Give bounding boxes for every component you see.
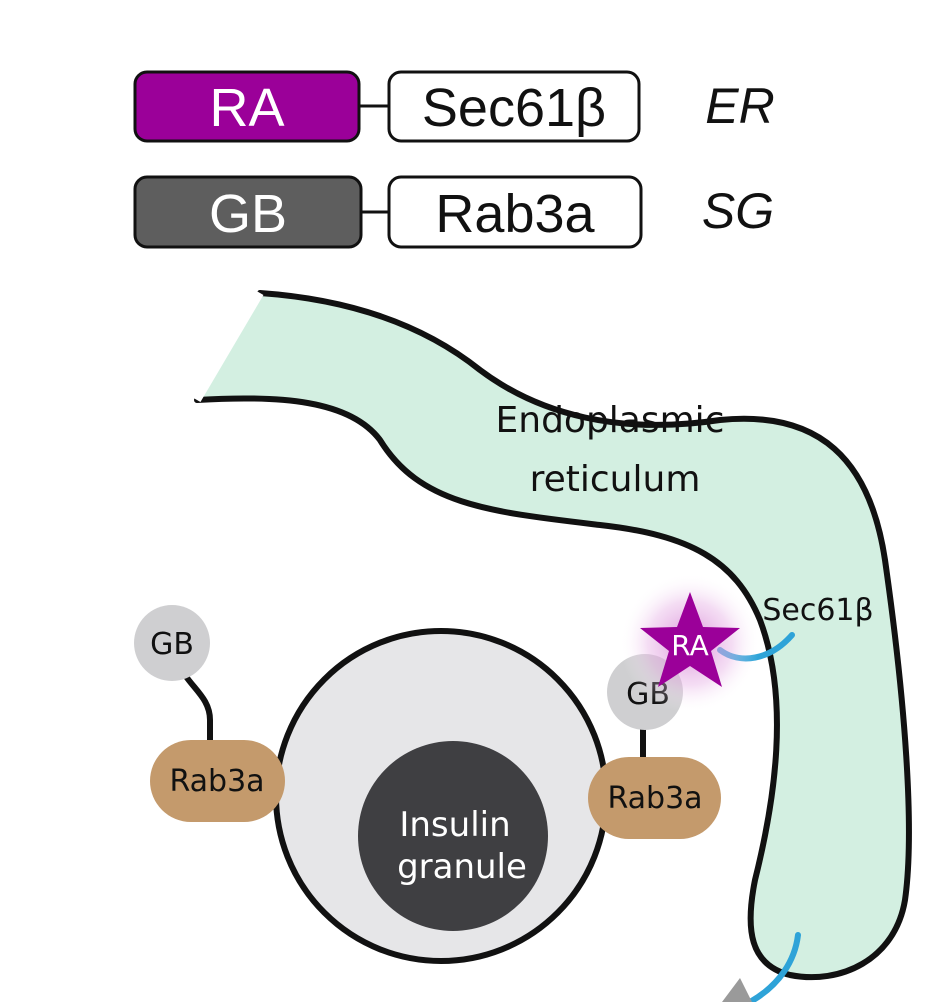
er-open-end [193,290,264,403]
gb-tag-label: GB [209,184,287,244]
sec61-protein-label: Sec61β [422,78,606,138]
left-rab3a-pill [150,740,285,822]
left-rab3a-label: Rab3a [169,764,264,799]
granule-core [358,741,548,931]
er-location-label: ER [705,78,774,134]
er-fill [197,293,909,978]
granule-label-line1: Insulin [399,805,510,845]
granule-label-line2: granule [397,847,527,887]
left-linker [182,672,213,748]
sec61-label: Sec61β [762,593,873,628]
ra-tag-label: RA [209,78,284,138]
left-rab3a-complex: GB Rab3a [134,605,285,822]
left-gb-ball [134,605,210,681]
right-rab3a-pill [588,757,721,839]
rab3a-protein-label: Rab3a [435,184,595,244]
legend: RA Sec61β ER GB Rab3a SG [133,70,775,249]
sec61-protein-box [387,70,641,143]
partial-gray-marker [722,978,752,1002]
ra-star-label: RA [671,629,708,662]
er-label-line1: Endoplasmic [496,400,725,441]
er-label-line2: reticulum [530,459,701,500]
ra-star-complex: RA [620,573,760,713]
rab3a-protein-box [387,175,643,249]
left-gb-label: GB [150,627,194,662]
ra-star [640,592,740,687]
insulin-granule: Insulin granule [273,628,609,964]
sg-location-label: SG [702,183,774,239]
right-rab3a-label: Rab3a [607,781,702,816]
sec61-tether-lower [747,932,801,1002]
er-outer-membrane [194,290,912,981]
endoplasmic-reticulum: Endoplasmic reticulum [193,290,912,981]
